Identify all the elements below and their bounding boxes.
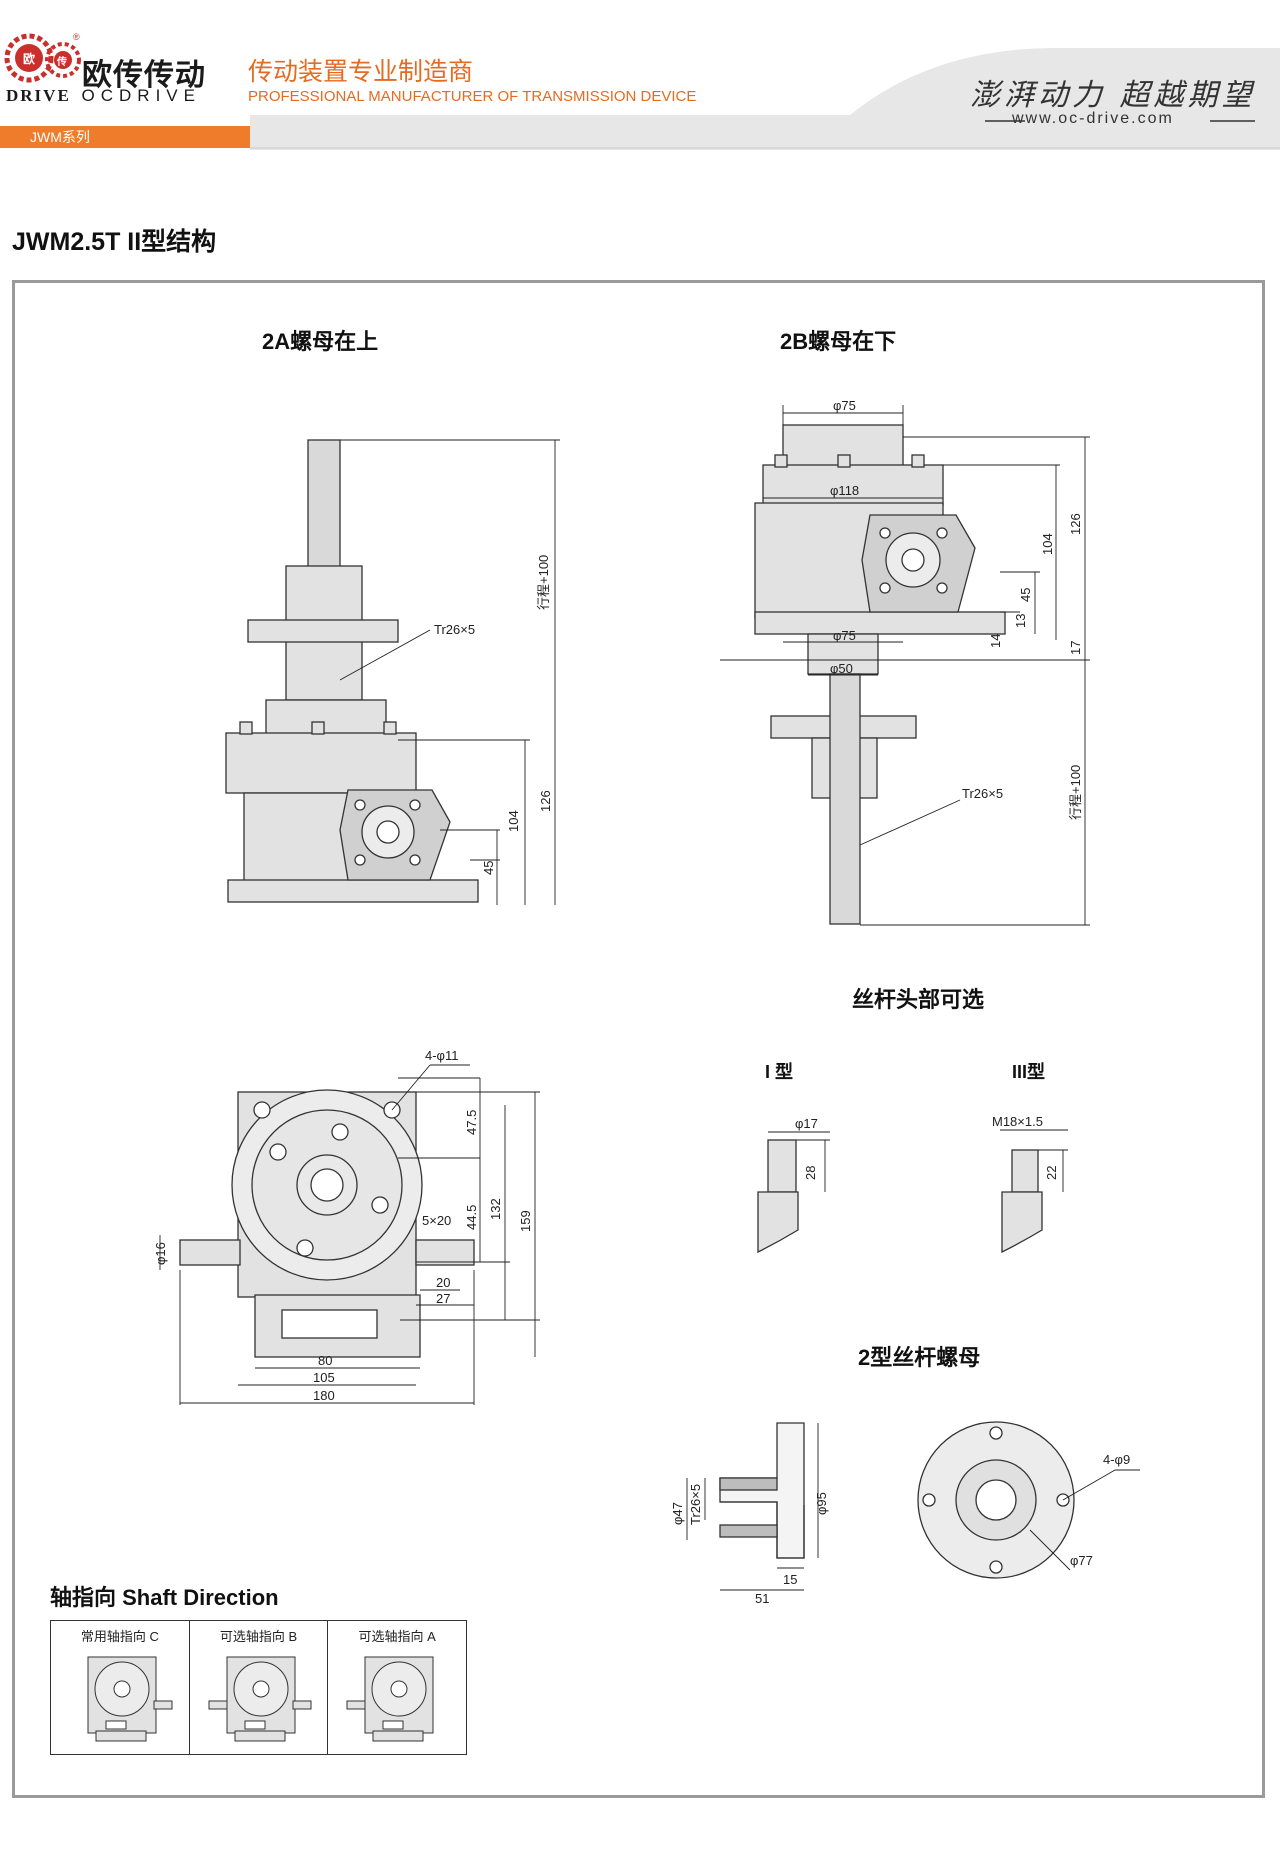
2b-d75-bottom-label: φ75	[833, 628, 856, 643]
shaft-direction-a: 可选轴指向 A	[328, 1621, 466, 1754]
company-name-cn: 欧传传动	[82, 59, 206, 92]
screw-head-drawings	[757, 1139, 1043, 1254]
head-l22-label: 22	[1044, 1166, 1059, 1180]
type-i-title: I 型	[765, 1062, 794, 1082]
nut-thread-label: Tr26×5	[688, 1484, 703, 1525]
type-iii-title: III型	[1012, 1062, 1046, 1082]
shaft-direction-table: 常用轴指向 C 可选轴指向 B 可选轴指向 A	[50, 1620, 467, 1755]
logo-badge-right: 传	[56, 55, 67, 68]
shaft-direction-b-label: 可选轴指向 B	[219, 1629, 298, 1644]
base-d16-label: φ16	[153, 1242, 168, 1265]
base-w27-label: 27	[436, 1291, 450, 1306]
nut-holes-label: 4-φ9	[1103, 1452, 1130, 1467]
2b-thread-label: Tr26×5	[962, 786, 1003, 801]
page-header: 欧 传 ® 欧传传动 DRIVE OCDRIVE 传动装置专业制造商 PROFE…	[0, 0, 1280, 150]
2b-h17-label: 17	[1068, 641, 1083, 655]
page-title: JWM2.5T II型结构	[12, 228, 217, 256]
2b-h126-label: 126	[1068, 513, 1083, 535]
base-h132-label: 132	[488, 1198, 503, 1220]
head-m18-label: M18×1.5	[992, 1114, 1043, 1129]
shaft-direction-a-label: 可选轴指向 A	[358, 1629, 436, 1644]
head-d17-label: φ17	[795, 1116, 818, 1131]
nut-d95-label: φ95	[814, 1492, 829, 1515]
2b-h104-label: 104	[1040, 533, 1055, 555]
nut-d47-label: φ47	[670, 1502, 685, 1525]
website-rule	[985, 120, 1255, 122]
shaft-direction-c-label: 常用轴指向 C	[80, 1629, 159, 1644]
logo-badge-left: 欧	[23, 51, 35, 66]
svg-text:®: ®	[73, 32, 80, 42]
nut-drawings	[719, 1421, 1075, 1579]
2b-stroke-label: 行程+100	[1068, 765, 1083, 820]
shaft-b-icon	[208, 1656, 312, 1742]
2b-d50-label: φ50	[830, 661, 853, 676]
company-name-en-right: OCDRIVE	[81, 86, 201, 105]
base-holes-label: 4-φ11	[425, 1048, 458, 1063]
base-h159-label: 159	[518, 1210, 533, 1232]
shaft-direction-title: 轴指向 Shaft Direction	[50, 1585, 279, 1610]
nut-title: 2型丝杆螺母	[858, 1345, 981, 1370]
shaft-c-icon	[87, 1656, 173, 1742]
2b-d75-top-label: φ75	[833, 398, 856, 413]
2b-h13-label: 13	[1013, 614, 1028, 628]
2a-h45-label: 45	[481, 861, 496, 875]
2b-h45-label: 45	[1018, 588, 1033, 602]
base-key-label: 5×20	[422, 1213, 451, 1228]
head-l28-label: 28	[803, 1166, 818, 1180]
base-w20-label: 20	[436, 1275, 450, 1290]
tagline-en: PROFESSIONAL MANUFACTURER OF TRANSMISSIO…	[248, 88, 697, 105]
dimension-labels: Tr26×5 行程+100 126 104 45 φ75 φ118 φ75 φ5…	[153, 398, 1130, 1606]
view-2b-drawing	[754, 424, 1006, 925]
base-view-drawing	[179, 1089, 475, 1358]
view-2a-title: 2A螺母在上	[262, 329, 379, 354]
dimension-lines	[159, 405, 1140, 1591]
shaft-direction-b: 可选轴指向 B	[190, 1621, 329, 1754]
base-h44-5-label: 44.5	[464, 1205, 479, 1230]
base-h47-5-label: 47.5	[464, 1110, 479, 1135]
series-tab: JWM系列	[0, 126, 250, 148]
nut-l15-label: 15	[783, 1572, 797, 1587]
2b-h14-label: 14	[988, 634, 1003, 648]
view-2a-drawing	[225, 439, 479, 903]
shaft-a-icon	[346, 1656, 434, 1742]
website: www.oc-drive.com	[1012, 110, 1174, 127]
2a-h104-label: 104	[506, 810, 521, 832]
company-name-en: DRIVE OCDRIVE	[6, 86, 201, 106]
shaft-direction-c: 常用轴指向 C	[51, 1621, 190, 1754]
base-w80-label: 80	[318, 1353, 332, 1368]
2a-stroke-label: 行程+100	[536, 555, 551, 610]
screw-head-title: 丝杆头部可选	[852, 987, 985, 1012]
drawing-frame	[12, 280, 1265, 1798]
base-w105-label: 105	[313, 1370, 335, 1385]
2a-thread-label: Tr26×5	[434, 622, 475, 637]
tagline-cn: 传动装置专业制造商	[248, 58, 474, 86]
base-w180-label: 180	[313, 1388, 335, 1403]
view-2b-title: 2B螺母在下	[780, 329, 897, 354]
motto: 澎湃动力 超越期望	[970, 78, 1256, 113]
2a-h126-label: 126	[538, 790, 553, 812]
logo-gear-icon: 欧 传 ®	[4, 32, 81, 83]
nut-l51-label: 51	[755, 1591, 769, 1606]
header-background	[250, 48, 1280, 150]
2b-d118-label: φ118	[830, 483, 859, 498]
nut-d77-label: φ77	[1070, 1553, 1093, 1568]
company-name-en-left: DRIVE	[6, 86, 71, 105]
